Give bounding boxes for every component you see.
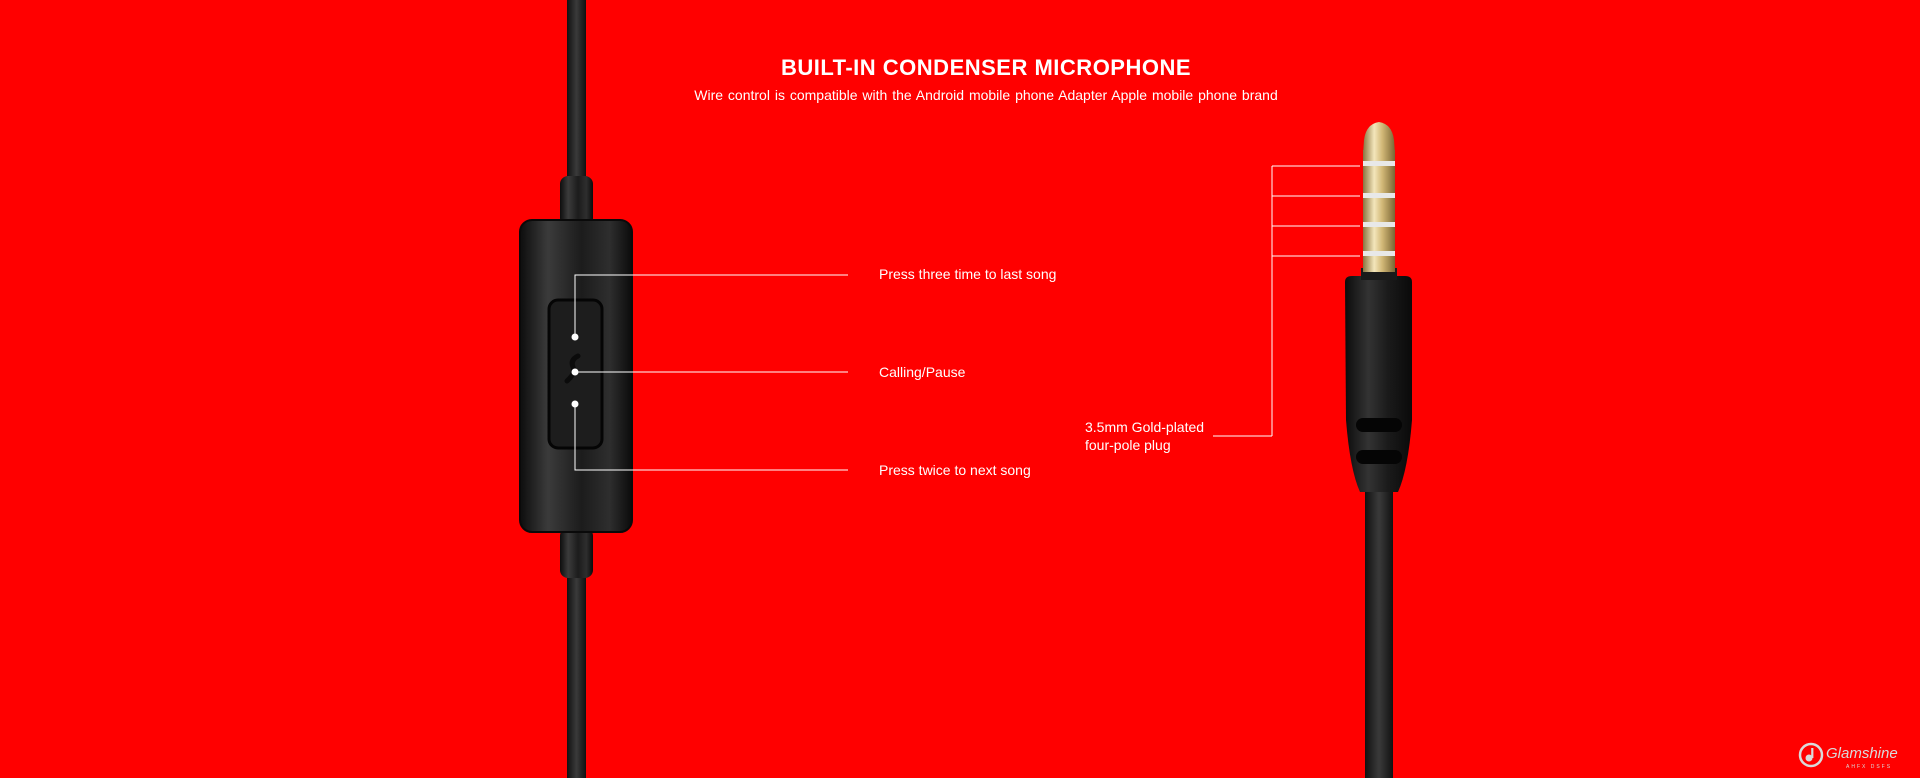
plug-cable (1365, 486, 1393, 778)
remote-neck-top (560, 176, 593, 226)
label-calling-pause: Calling/Pause (879, 364, 966, 380)
remote-cable-top (567, 0, 586, 180)
page-subtitle: Wire control is compatible with the Andr… (694, 87, 1278, 103)
plug-ring-1 (1363, 161, 1395, 166)
plug-body (1345, 276, 1412, 492)
callout-dot-call (571, 368, 579, 376)
plug-ring-2 (1363, 193, 1395, 198)
remote-cable-bottom (567, 575, 586, 778)
plug-ring-3 (1363, 222, 1395, 227)
plug-ring-4 (1363, 251, 1395, 256)
callout-dot-last (571, 333, 579, 341)
plug-grip-1 (1356, 418, 1402, 432)
label-plug-line1: 3.5mm Gold-plated (1085, 419, 1205, 435)
remote-neck-bottom (560, 528, 593, 578)
callout-line-last-song (574, 274, 848, 337)
callout-line-next-song (574, 404, 848, 471)
brand-logo-icon (1798, 742, 1824, 768)
page-title: BUILT-IN CONDENSER MICROPHONE (780, 55, 1192, 80)
brand-tagline: AHFX DSFS (1846, 764, 1893, 770)
remote-callouts (574, 274, 848, 471)
plug-grip-2 (1356, 450, 1402, 464)
plug-rings (1363, 161, 1395, 256)
label-plug: 3.5mm Gold-plated four-pole plug (1085, 418, 1204, 454)
label-last-song: Press three time to last song (879, 266, 1057, 282)
label-plug-line2: four-pole plug (1085, 437, 1171, 453)
plug-callouts (1213, 165, 1360, 437)
plug-tip (1363, 122, 1395, 154)
brand-name: Glamshine (1826, 745, 1898, 762)
label-next-song: Press twice to next song (879, 462, 1031, 478)
remote-button-glyph (564, 353, 581, 384)
callout-dot-next (571, 400, 579, 408)
